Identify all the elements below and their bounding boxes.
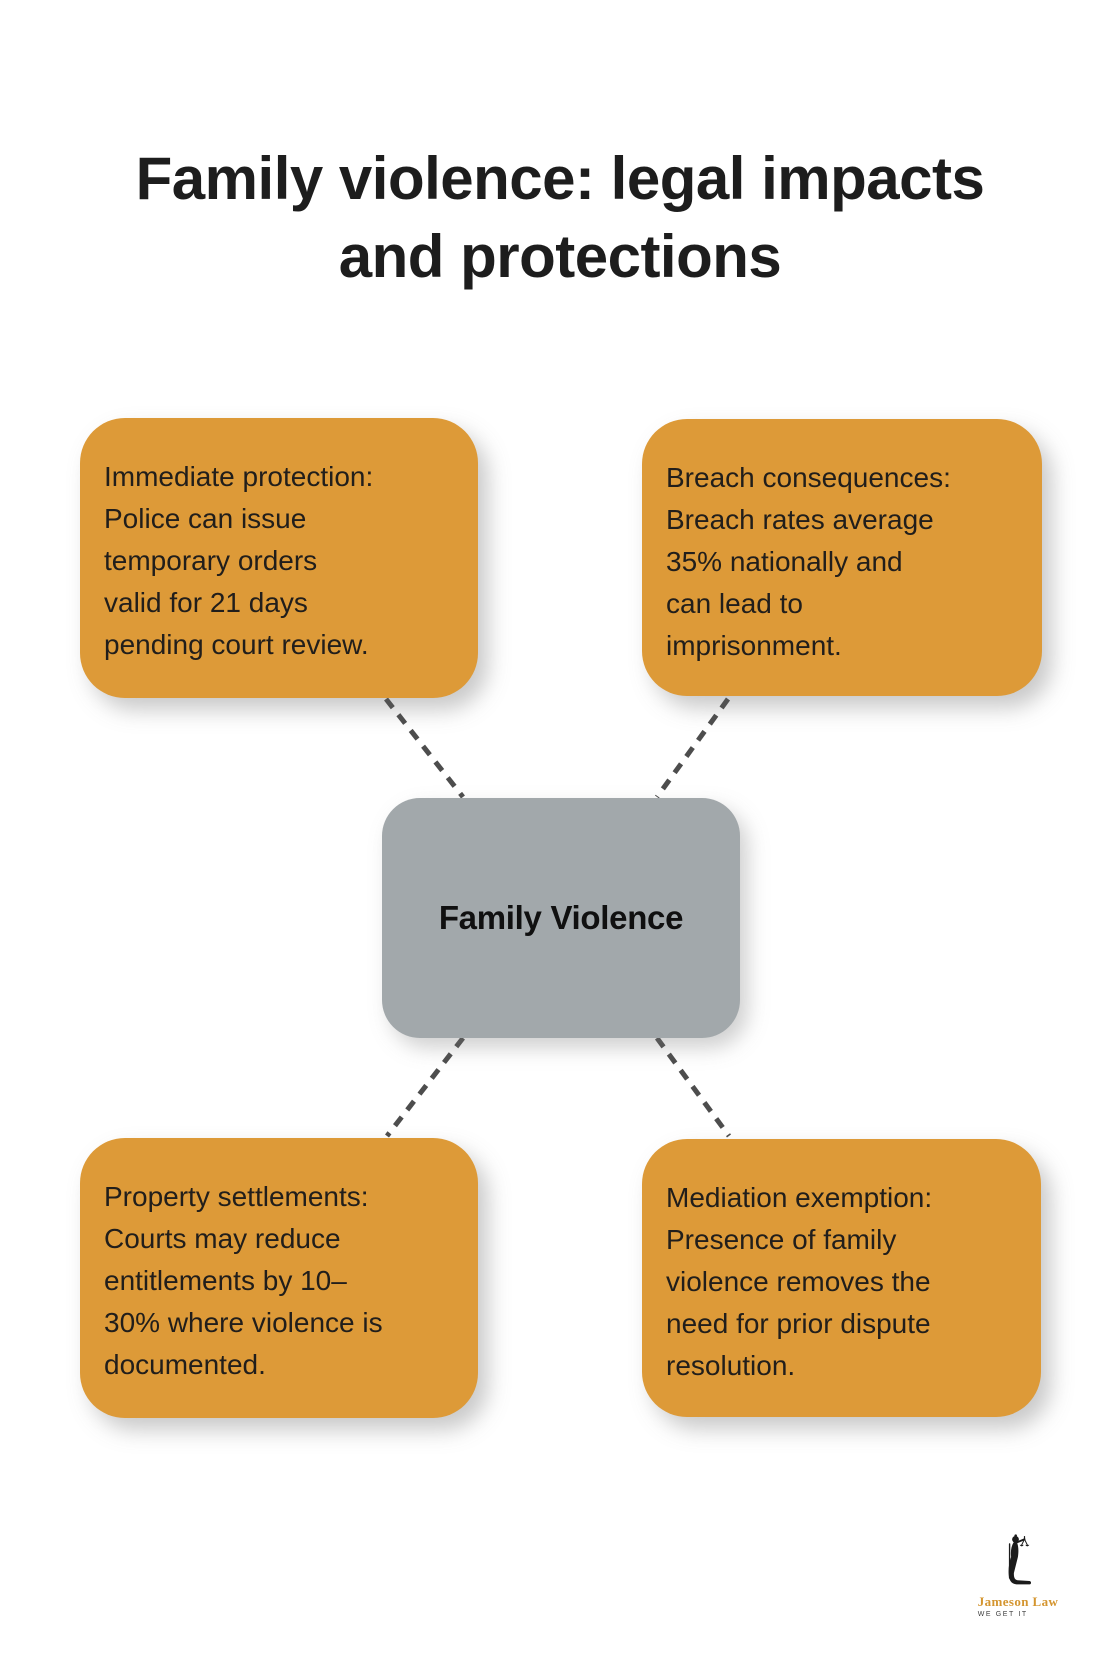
jameson-law-logo: Jameson Law WE GET IT	[962, 1534, 1074, 1618]
node-property-settlements: Property settlements: Courts may reduce …	[80, 1138, 478, 1418]
page-title-line-1: Family violence: legal impacts	[135, 145, 985, 213]
node-immediate-protection: Immediate protection: Police can issue t…	[80, 418, 478, 698]
node-mediation-exemption: Mediation exemption: Presence of family …	[642, 1139, 1041, 1417]
node-breach-consequences-text: Breach consequences: Breach rates averag…	[666, 462, 951, 661]
connector-bottom-right	[654, 1036, 732, 1138]
connector-bottom-left	[385, 1036, 465, 1138]
node-immediate-protection-text: Immediate protection: Police can issue t…	[104, 461, 374, 660]
lady-justice-scales-icon	[1008, 1534, 1032, 1585]
node-mediation-exemption-text: Mediation exemption: Presence of family …	[666, 1182, 933, 1381]
center-node-label: Family Violence	[438, 899, 684, 936]
node-property-settlements-text: Property settlements: Courts may reduce …	[104, 1181, 383, 1380]
connector-top-left	[384, 697, 465, 799]
connector-top-right	[654, 697, 731, 799]
page-title: Family violence: legal impacts and prote…	[0, 140, 1120, 296]
logo-text-block: Jameson Law WE GET IT	[978, 1594, 1059, 1618]
logo-brand-name: Jameson Law	[977, 1594, 1059, 1609]
page-title-line-2: and protections	[338, 223, 782, 291]
node-breach-consequences: Breach consequences: Breach rates averag…	[642, 419, 1042, 696]
logo-tagline: WE GET IT	[977, 1611, 1028, 1618]
center-node-family-violence: Family Violence	[382, 798, 740, 1038]
